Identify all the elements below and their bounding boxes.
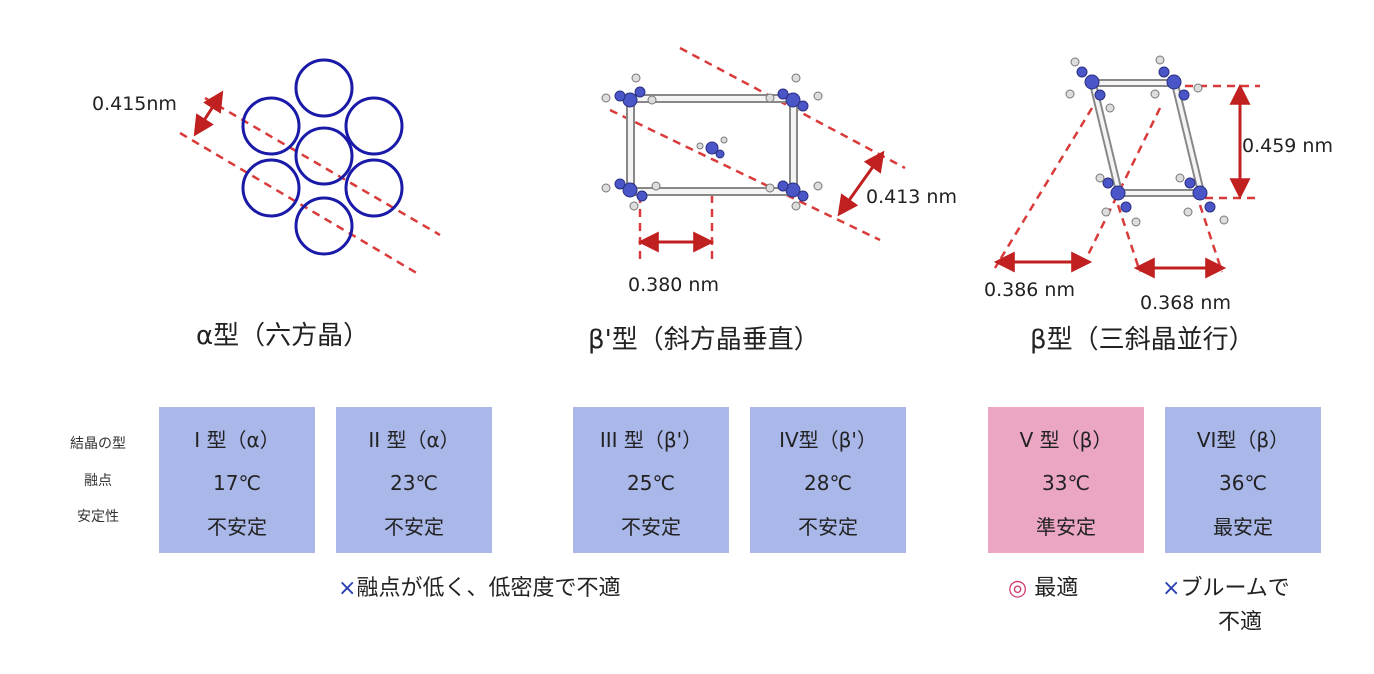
card-temp: 25℃: [627, 471, 675, 495]
bloom-note: ×ブルームで: [1162, 570, 1290, 602]
unsuitable-text: 融点が低く、低密度で不適: [356, 576, 621, 601]
beta-structure: 0.459 nm 0.386 nm 0.368 nm β型（三斜晶並行）: [984, 55, 1333, 355]
card-stability: 不安定: [621, 515, 681, 539]
card-stability: 不安定: [384, 515, 444, 539]
card-stability: 準安定: [1036, 515, 1096, 539]
card-temp: 36℃: [1219, 471, 1267, 495]
beta-left-label: 0.386 nm: [984, 279, 1075, 301]
alpha-spacing-arrow: [193, 90, 224, 137]
best-note: ◎ 最適: [1008, 570, 1078, 602]
bloom-text-line1: ブルームで: [1180, 576, 1290, 601]
card-stability: 不安定: [798, 515, 858, 539]
card-name: III 型（β'）: [599, 428, 703, 452]
card-stability: 最安定: [1213, 515, 1273, 539]
card-temp: 33℃: [1042, 471, 1090, 495]
double-circle-icon: ◎: [1008, 576, 1028, 601]
beta-hydrogens: [1065, 55, 1229, 227]
beta-cell: [1086, 79, 1206, 197]
unsuitable-note: ×融点が低く、低密度で不適: [338, 570, 620, 602]
beta-prime-structure: 0.413 nm 0.380 nm β'型（斜方晶垂直）: [588, 46, 957, 355]
cross-mark-icon: ×: [338, 576, 357, 601]
card-type-5: V 型（β） 33℃ 準安定: [988, 407, 1144, 553]
card-name: V 型（β）: [1019, 428, 1113, 452]
card-name: VI型（β）: [1196, 428, 1290, 452]
beta-prime-width-label: 0.380 nm: [628, 274, 719, 296]
card-name: I 型（α）: [194, 428, 280, 452]
alpha-structure: 0.415nm α型（六方晶）: [92, 58, 441, 351]
beta-prime-spacing-label: 0.413 nm: [866, 186, 957, 208]
beta-prime-caption: β'型（斜方晶垂直）: [588, 325, 820, 355]
cross-mark-icon: ×: [1162, 576, 1181, 601]
card-temp: 23℃: [390, 471, 438, 495]
beta-caption: β型（三斜晶並行）: [1030, 325, 1255, 355]
card-name: IV型（β'）: [779, 428, 877, 452]
beta-prime-hydrogens: [601, 73, 823, 211]
card-name: II 型（α）: [368, 428, 460, 452]
row-label-type: 結晶の型: [70, 436, 126, 452]
card-type-3: III 型（β'） 25℃ 不安定: [573, 407, 729, 553]
card-type-6: VI型（β） 36℃ 最安定: [1165, 407, 1321, 553]
row-label-melting-point: 融点: [84, 473, 112, 489]
alpha-caption: α型（六方晶）: [196, 321, 369, 351]
beta-height-label: 0.459 nm: [1242, 135, 1333, 157]
bloom-note-line2: 不適: [1218, 610, 1263, 635]
beta-prime-atoms: [614, 86, 809, 202]
beta-prime-dashed-lines: [609, 46, 906, 262]
alpha-spacing-label: 0.415nm: [92, 93, 177, 115]
beta-atoms: [1076, 66, 1216, 213]
card-stability: 不安定: [207, 515, 267, 539]
card-temp: 28℃: [804, 471, 852, 495]
card-type-4: IV型（β'） 28℃ 不安定: [750, 407, 906, 553]
best-text: 最適: [1034, 576, 1079, 601]
beta-dashed-lines: [993, 84, 1260, 273]
beta-prime-spacing-arrow: [837, 150, 885, 217]
card-type-1: I 型（α） 17℃ 不安定: [159, 407, 315, 553]
card-type-2: II 型（α） 23℃ 不安定: [336, 407, 492, 553]
card-temp: 17℃: [213, 471, 261, 495]
row-label-stability: 安定性: [77, 509, 119, 525]
alpha-circles: [241, 58, 404, 256]
beta-right-label: 0.368 nm: [1140, 292, 1231, 314]
